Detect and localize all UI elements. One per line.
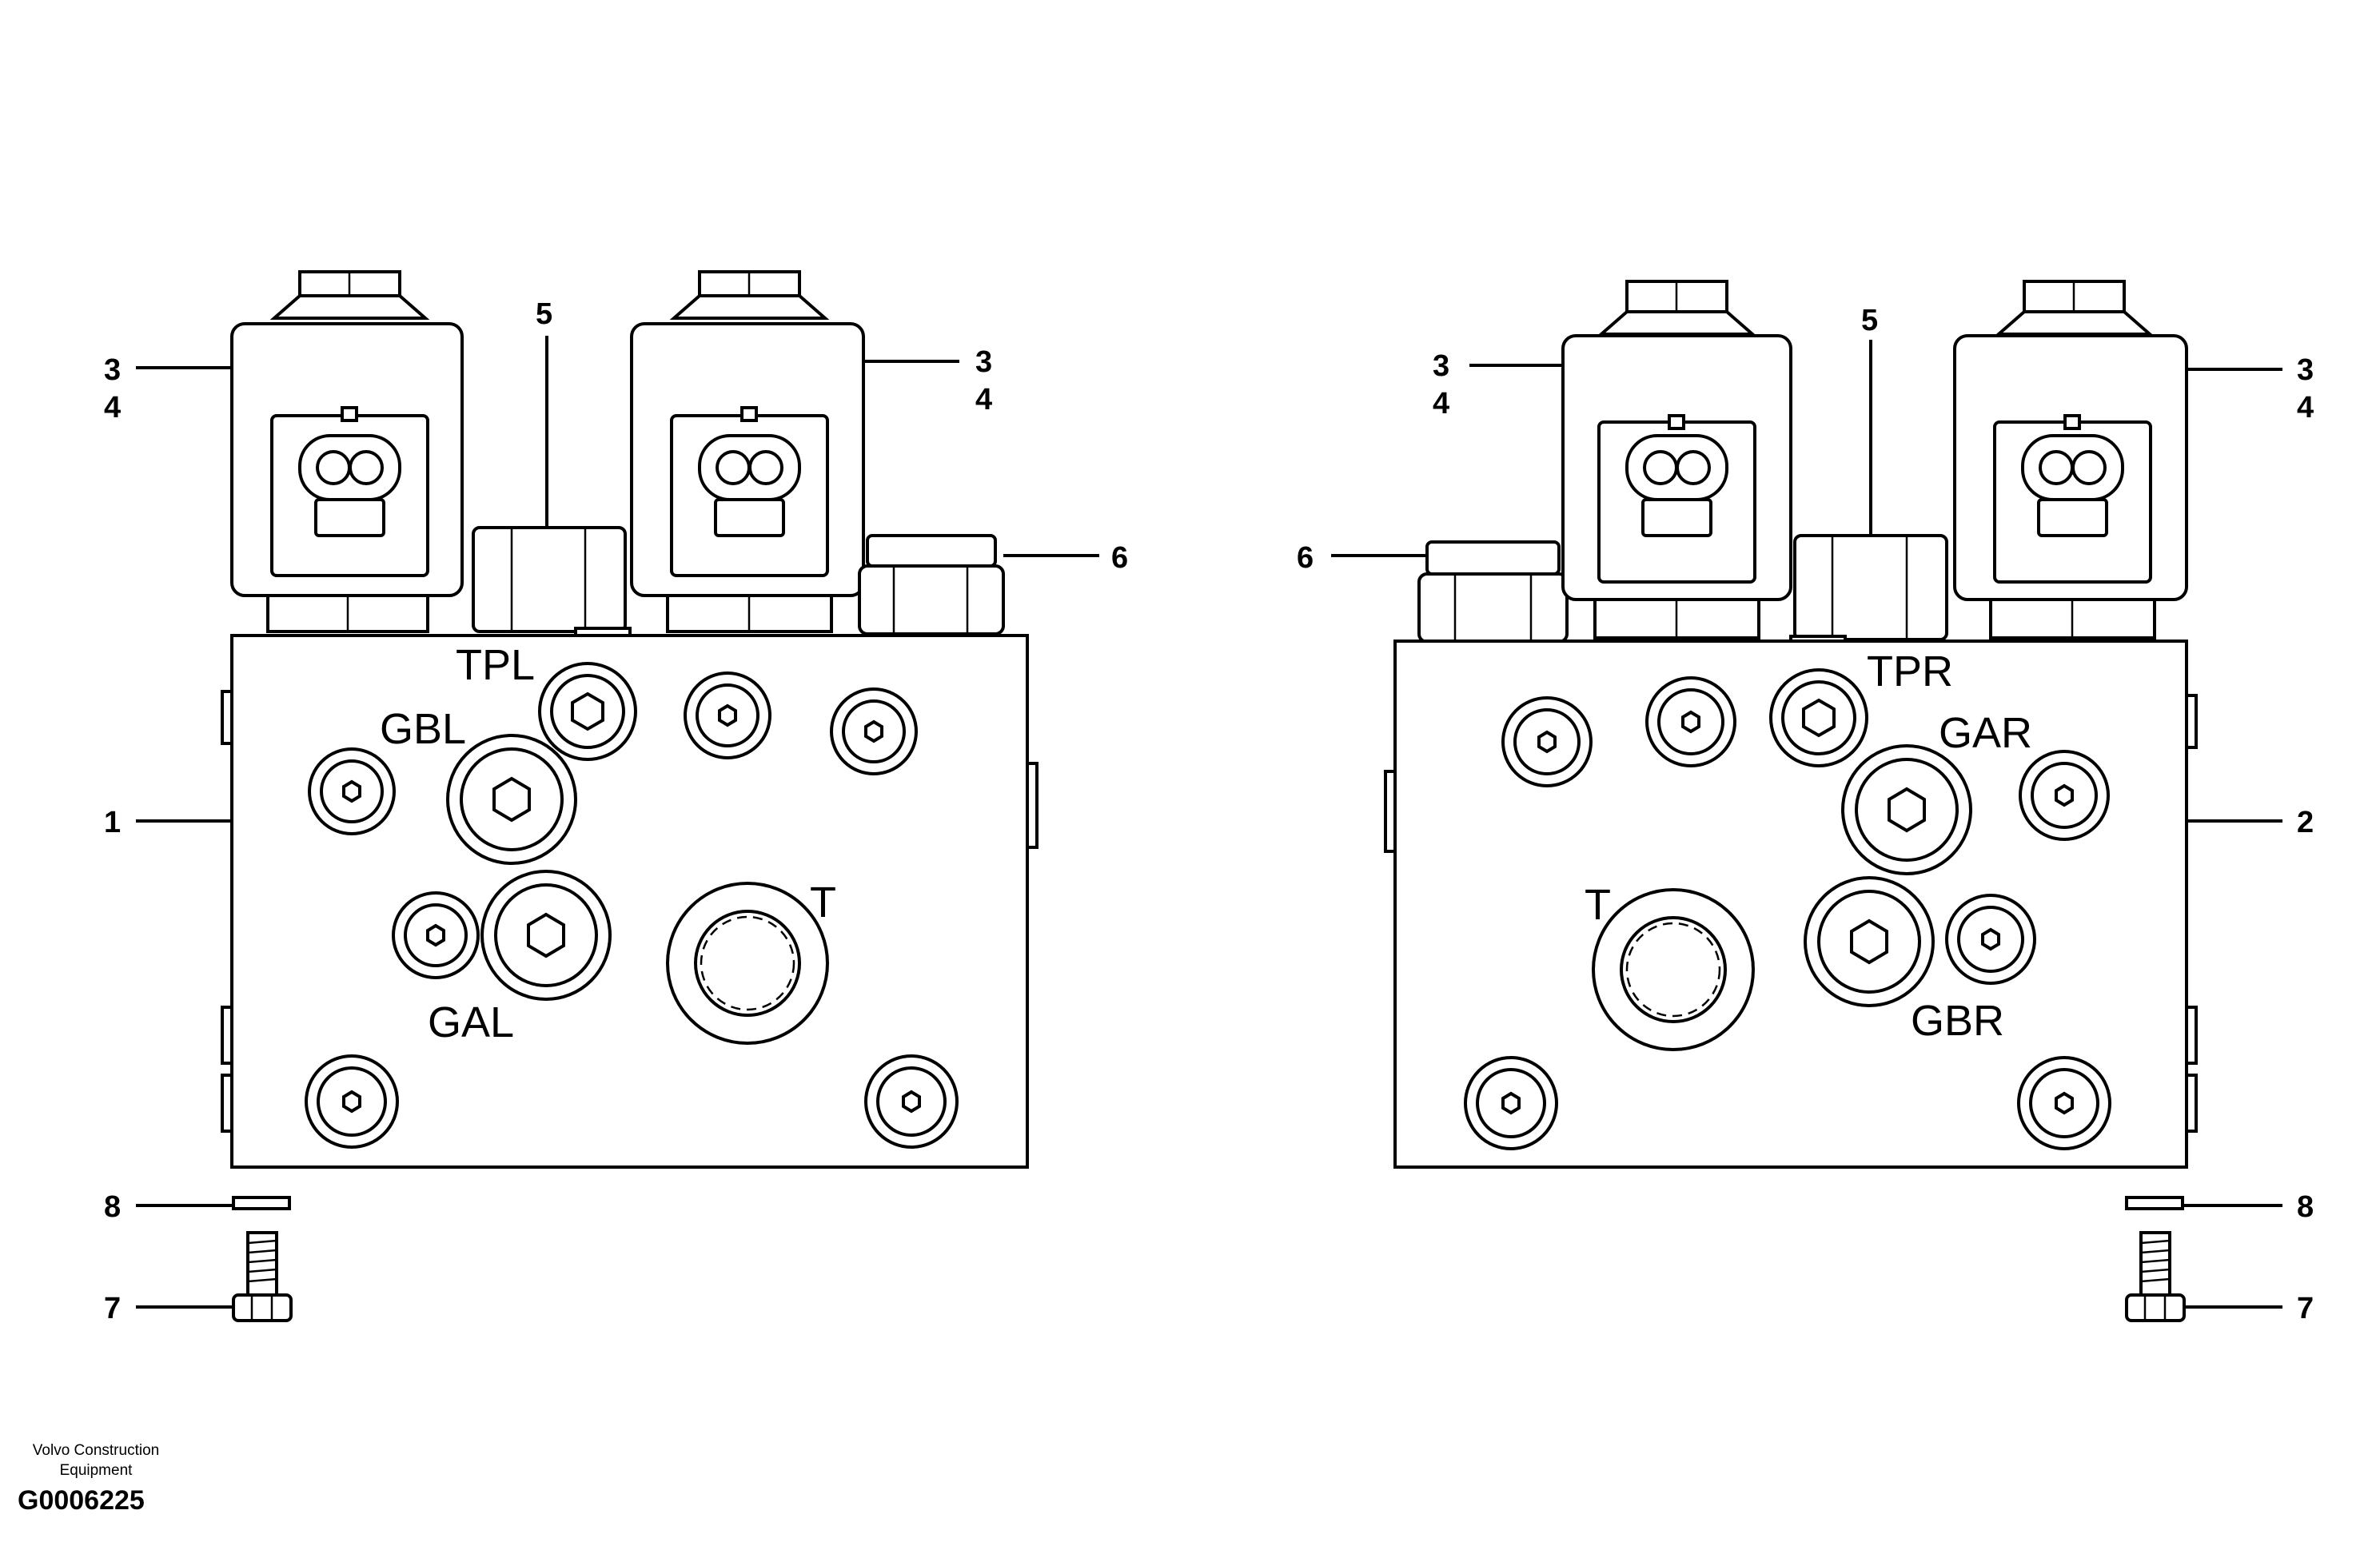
left-port-fitting-5 (472, 526, 632, 641)
left-callout-8: 8 (104, 1190, 121, 1224)
right-valve-assembly: 3 4 3 4 5 6 2 8 7 TPR GAR GBR T (1297, 280, 2314, 1325)
left-port-tpl-hole (538, 662, 637, 761)
right-callout-4-right: 4 (2297, 391, 2314, 424)
right-port-t-hole (1592, 888, 1755, 1051)
right-callout-3-right: 3 (2297, 353, 2314, 387)
left-callout-4-left: 4 (104, 391, 121, 424)
left-washer-8 (232, 1196, 291, 1210)
right-callout-2: 2 (2297, 806, 2314, 839)
drawing-id: G0006225 (18, 1485, 145, 1516)
right-callout-5: 5 (1861, 304, 1878, 337)
left-callout-4-right: 4 (975, 383, 992, 416)
left-port-label-tpl: TPL (456, 641, 535, 689)
left-callout-7: 7 (104, 1292, 121, 1325)
right-port-gar-hole (1841, 744, 1972, 875)
right-port-label-tpr: TPR (1867, 648, 1953, 695)
right-port-label-gbr: GBR (1911, 997, 2004, 1045)
left-port-label-gal: GAL (428, 998, 514, 1046)
left-callout-5: 5 (536, 297, 552, 331)
right-port-gbr-hole (1804, 876, 1935, 1007)
left-callout-6: 6 (1111, 541, 1128, 575)
right-washer-8 (2125, 1196, 2184, 1210)
right-callout-6: 6 (1297, 541, 1314, 575)
right-solenoid-coil-1 (1561, 280, 1792, 640)
left-port-holes (305, 662, 959, 1149)
right-screw-7 (2125, 1231, 2186, 1322)
right-port-label-t: T (1585, 881, 1611, 929)
left-valve-assembly: 3 4 3 4 5 6 1 8 7 TPL GBL GAL T (104, 270, 1128, 1325)
company-name-line-2: Equipment (60, 1462, 134, 1479)
left-plug-6 (858, 534, 1005, 636)
left-callout-3-right: 3 (975, 345, 992, 379)
left-port-label-t: T (810, 879, 836, 926)
left-solenoid-coil-1 (230, 270, 464, 633)
left-port-label-gbl: GBL (380, 705, 466, 753)
left-port-t-hole (666, 882, 829, 1045)
left-port-gbl-hole (446, 734, 577, 865)
left-screw-7 (232, 1231, 293, 1322)
right-callout-8: 8 (2297, 1190, 2314, 1224)
left-callout-3-left: 3 (104, 353, 121, 387)
right-leader-lines (1331, 340, 2282, 1309)
right-port-holes (1464, 668, 2111, 1150)
right-port-tpr-hole (1769, 668, 1868, 767)
left-leader-lines (136, 336, 1099, 1309)
right-callout-4-left: 4 (1433, 387, 1449, 420)
right-port-label-gar: GAR (1939, 709, 2032, 757)
company-name-line-1: Volvo Construction (33, 1442, 159, 1459)
left-callout-1: 1 (104, 806, 121, 839)
left-port-gal-hole (480, 870, 612, 1001)
left-solenoid-coil-2 (630, 270, 865, 633)
right-plug-6 (1417, 540, 1569, 644)
drawing-footer: Volvo Construction Equipment G0006225 (18, 1442, 159, 1516)
right-port-fitting-5 (1789, 534, 1948, 649)
right-callout-7: 7 (2297, 1292, 2314, 1325)
right-callout-3-left: 3 (1433, 349, 1449, 383)
right-solenoid-coil-2 (1953, 280, 2188, 640)
